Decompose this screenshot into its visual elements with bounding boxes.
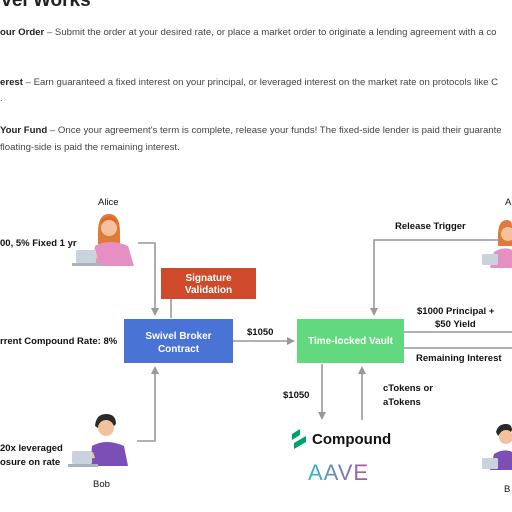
compound-logo-icon <box>292 429 306 449</box>
step-order-label: our Order <box>0 27 45 38</box>
alice-order-label: 00, 5% Fixed 1 yr <box>0 238 77 249</box>
release-trigger-label: Release Trigger <box>395 221 466 232</box>
right-bottom-name: B <box>504 484 510 495</box>
bob-avatar-icon <box>68 414 128 467</box>
bob-name: Bob <box>93 479 110 490</box>
to-protocol-label: $1050 <box>283 390 309 401</box>
step-order-text: – Submit the order at your desired rate,… <box>44 27 497 38</box>
compound-rate-label: rrent Compound Rate: 8% <box>0 336 118 347</box>
bob-order-line1: 20x leveraged <box>0 443 63 454</box>
alice-avatar-icon <box>72 214 134 266</box>
aave-logo-text: AAVE <box>308 460 369 485</box>
tokens-line2: aTokens <box>383 397 421 408</box>
flow-arrows <box>137 239 512 442</box>
principal-line1: $1000 Principal + <box>417 306 495 317</box>
broker-line1: Swivel Broker <box>145 331 211 342</box>
step-interest-continued: . <box>0 93 3 104</box>
step-fund: Your Fund – Once your agreement's term i… <box>0 122 502 140</box>
broker-line2: Contract <box>158 344 200 355</box>
arrow-bob-to-broker <box>137 366 159 442</box>
step-fund-text: – Once your agreement's term is complete… <box>47 125 502 136</box>
section-heading: ivel Works <box>0 0 91 11</box>
vault-label: Time-locked Vault <box>308 336 394 347</box>
step-interest-label: erest <box>0 77 23 88</box>
step-order: our Order – Submit the order at your des… <box>0 24 496 42</box>
time-locked-vault-box <box>297 319 404 363</box>
signature-line2: Validation <box>185 285 232 296</box>
right-top-avatar-icon <box>482 220 512 268</box>
signature-line1: Signature <box>185 273 232 284</box>
right-bottom-avatar-icon <box>482 424 512 470</box>
arrow-alice-to-broker <box>138 242 159 316</box>
tokens-line1: cTokens or <box>383 383 433 394</box>
bob-order-line2: osure on rate <box>0 457 60 468</box>
right-top-name: A <box>505 197 512 208</box>
step-interest-text: – Earn guaranteed a fixed interest on yo… <box>22 77 499 88</box>
broker-contract-box <box>124 319 233 363</box>
step-fund-label: Your Fund <box>0 125 48 136</box>
arrow-release-trigger <box>370 239 512 316</box>
compound-logo-text: Compound <box>312 431 391 448</box>
step-interest: erest – Earn guaranteed a fixed interest… <box>0 74 498 92</box>
step-fund-continued: floating-side is paid the remaining inte… <box>0 142 180 153</box>
transfer-to-vault-label: $1050 <box>247 327 273 338</box>
remaining-interest-label: Remaining Interest <box>416 353 502 364</box>
principal-line2: $50 Yield <box>435 319 476 330</box>
alice-name: Alice <box>98 197 119 208</box>
signature-validation-box <box>161 268 256 299</box>
